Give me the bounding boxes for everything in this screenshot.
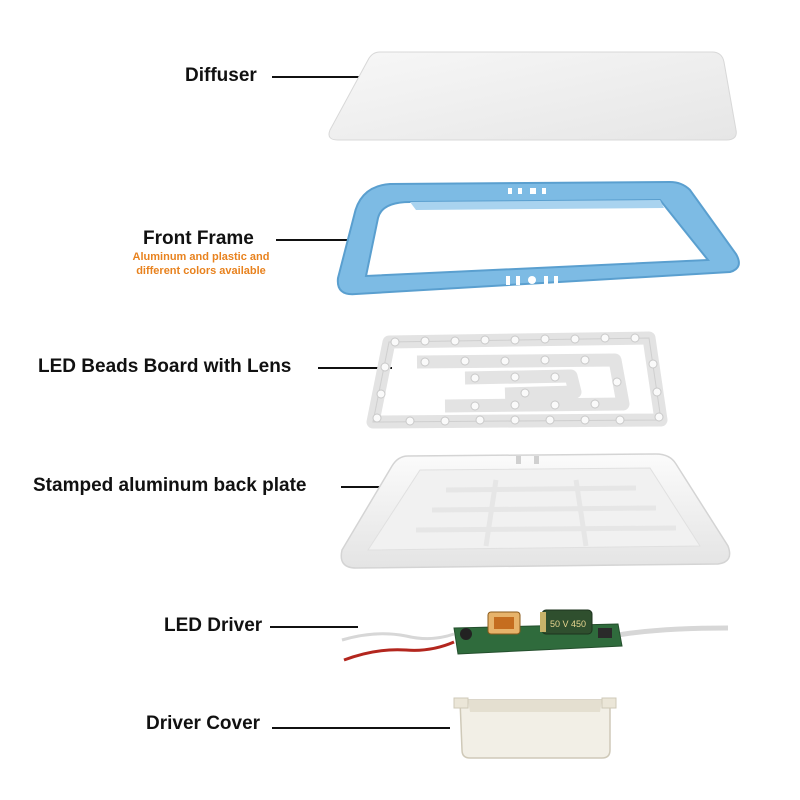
driver-pcb: [453, 623, 623, 655]
driver-cover-leader-line: [272, 727, 450, 729]
driver-cover-label: Driver Cover: [146, 713, 261, 734]
front-frame-body: [336, 180, 740, 296]
capacitor-text: 50 V 450: [550, 619, 586, 629]
frame-inner: [364, 198, 711, 278]
front-frame-leader-line: [276, 239, 354, 241]
led-beads-board: [366, 331, 668, 429]
front-frame-label: Front Frame: [143, 228, 254, 249]
diffuser-panel: [328, 51, 737, 141]
led-board-label: LED Beads Board with Lens: [38, 356, 292, 377]
driver-wire-output: [611, 625, 729, 639]
front-frame-note: Aluminum and plastic and different color…: [118, 250, 284, 278]
driver-wire-white: [341, 632, 455, 642]
driver-wire-red: [343, 640, 455, 662]
frame-front-slots: [506, 276, 558, 285]
back-plate-label: Stamped aluminum back plate: [33, 475, 307, 496]
driver-cover-body: [453, 697, 617, 759]
driver-label: LED Driver: [164, 615, 263, 636]
led-lenses: [372, 333, 664, 426]
led-board-leader-line: [318, 367, 392, 369]
diffuser-label: Diffuser: [185, 65, 257, 86]
led-driver-board: 50 V 450: [341, 609, 729, 662]
back-plate-body: [340, 453, 731, 569]
diffuser-leader-line: [272, 76, 370, 78]
frame-top-slots: [508, 188, 546, 194]
back-plate-leader-line: [341, 486, 387, 488]
front-frame-note-line-2: different colors available: [136, 265, 266, 277]
front-frame-note-line-1: Aluminum and plastic and: [132, 251, 270, 263]
driver-leader-line: [270, 626, 358, 628]
